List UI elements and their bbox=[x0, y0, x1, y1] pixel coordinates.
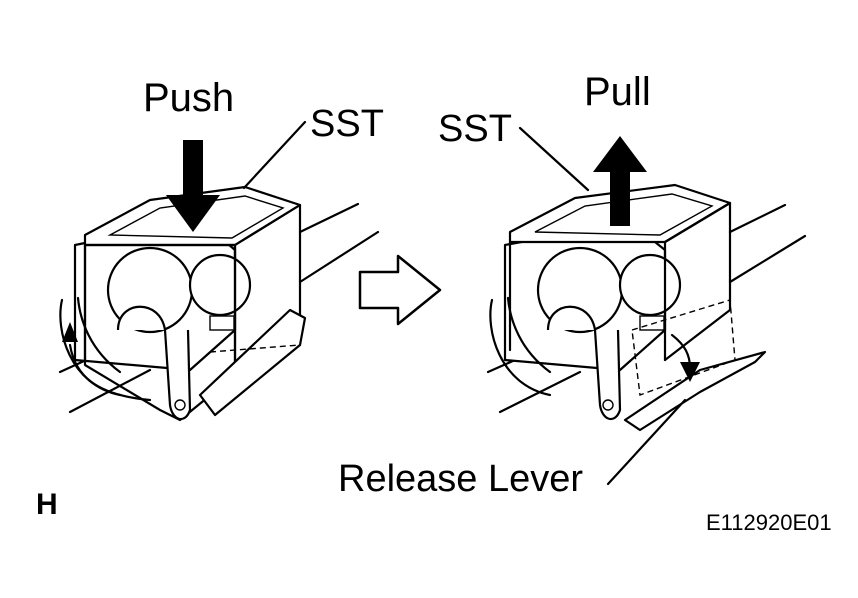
left-sst-leader bbox=[242, 120, 307, 190]
right-assembly bbox=[486, 126, 807, 486]
release-lever-label: Release Lever bbox=[338, 458, 584, 500]
right-ring-inner bbox=[506, 296, 552, 374]
left-assembly bbox=[58, 120, 380, 422]
left-clamp bbox=[116, 305, 192, 421]
right-sst-leader bbox=[518, 126, 590, 192]
pull-label: Pull bbox=[584, 70, 651, 114]
transition-arrow-icon bbox=[358, 254, 442, 326]
right-coupling-rear bbox=[618, 253, 682, 317]
figure-code: E112920E01 bbox=[706, 510, 832, 535]
left-lever bbox=[198, 308, 307, 417]
right-lever bbox=[623, 350, 767, 432]
corner-letter: H bbox=[36, 488, 58, 521]
left-rotation-arrow bbox=[68, 343, 152, 402]
push-arrow bbox=[166, 140, 220, 232]
sst-label-right: SST bbox=[438, 108, 512, 150]
right-clamp bbox=[546, 305, 622, 421]
sst-label-left: SST bbox=[310, 103, 384, 145]
left-ring-inner bbox=[76, 296, 122, 374]
release-lever-leader bbox=[606, 398, 687, 486]
pull-arrow bbox=[593, 136, 647, 226]
lever-release-arrowhead bbox=[680, 362, 700, 382]
right-ring-outer bbox=[489, 298, 552, 397]
left-rotation-arrowhead bbox=[62, 322, 78, 342]
push-label: Push bbox=[143, 76, 235, 120]
